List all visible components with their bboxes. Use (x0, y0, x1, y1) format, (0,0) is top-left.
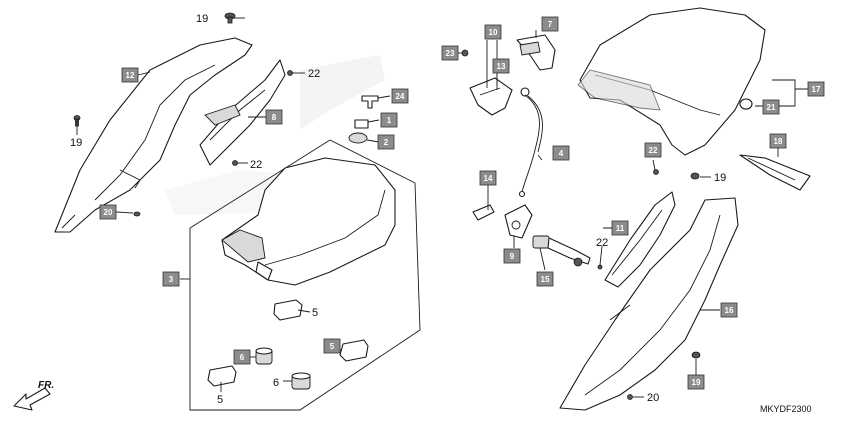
callout-10: 10 (484, 24, 502, 40)
svg-text:16: 16 (725, 306, 734, 315)
svg-text:20: 20 (104, 208, 113, 217)
callout-13: 13 (492, 58, 510, 74)
svg-text:18: 18 (774, 137, 783, 146)
label-20-right: 20 (647, 392, 659, 404)
callout-20-left: 20 (99, 204, 117, 220)
callout-22-right: 22 (644, 142, 662, 158)
callout-19-right-lower: 19 (687, 374, 705, 390)
callout-9: 9 (503, 248, 521, 264)
callout-23: 23 (441, 45, 459, 61)
svg-text:14: 14 (484, 174, 493, 183)
label-5-upper: 5 (312, 307, 318, 319)
callout-14: 14 (479, 170, 497, 186)
svg-text:9: 9 (510, 252, 515, 261)
callout-4: 4 (552, 145, 570, 161)
rider-seat (221, 157, 396, 286)
callout-2: 2 (377, 134, 395, 150)
leader-lines (76, 17, 808, 398)
label-19-right: 19 (714, 172, 726, 184)
side-cowl-right (559, 197, 739, 411)
svg-text:23: 23 (446, 49, 455, 58)
callout-12: 12 (121, 67, 139, 83)
inner-bracket-right (604, 191, 676, 288)
seat-lock-cable (518, 94, 543, 198)
side-cowl-left (54, 37, 253, 233)
svg-text:22: 22 (649, 146, 658, 155)
rider-seat-frame (189, 139, 421, 411)
callout-24: 24 (391, 88, 409, 104)
svg-text:3: 3 (169, 275, 174, 284)
diagram-code: MKYDF2300 (760, 404, 812, 414)
svg-text:13: 13 (497, 62, 506, 71)
seat-strap (739, 154, 811, 191)
label-22-upper: 22 (308, 68, 320, 80)
label-22-right: 22 (596, 237, 608, 249)
callout-7: 7 (541, 16, 559, 32)
svg-text:6: 6 (240, 353, 245, 362)
svg-text:21: 21 (767, 103, 776, 112)
key-cylinder (472, 204, 603, 270)
fasteners-right (627, 169, 701, 400)
svg-text:2: 2 (384, 138, 389, 147)
callout-15: 15 (536, 271, 554, 287)
callout-8: 8 (265, 109, 283, 125)
callout-1: 1 (380, 112, 398, 128)
callout-18: 18 (769, 133, 787, 149)
svg-text:5: 5 (330, 342, 335, 351)
pillion-seat (577, 7, 766, 156)
label-6-lower: 6 (273, 377, 279, 389)
callout-6-upper: 6 (233, 349, 251, 365)
svg-text:19: 19 (692, 378, 701, 387)
svg-text:8: 8 (272, 113, 277, 122)
callout-3: 3 (162, 271, 180, 287)
callout-17: 17 (807, 81, 825, 97)
seat-small-parts (207, 299, 369, 390)
label-19-left: 19 (70, 137, 82, 149)
svg-text:7: 7 (548, 20, 553, 29)
svg-text:11: 11 (616, 224, 625, 233)
svg-text:10: 10 (489, 28, 498, 37)
svg-text:17: 17 (812, 85, 821, 94)
front-direction-arrow: FR. (13, 380, 54, 411)
svg-text:12: 12 (126, 71, 135, 80)
callout-5-box: 5 (323, 338, 341, 354)
svg-text:24: 24 (396, 92, 405, 101)
label-22-lower: 22 (250, 159, 262, 171)
svg-text:15: 15 (541, 275, 550, 284)
callout-11: 11 (611, 220, 629, 236)
svg-text:1: 1 (387, 116, 392, 125)
seat-lock-assembly (461, 34, 556, 116)
svg-text:4: 4 (559, 149, 564, 158)
label-5-lower: 5 (217, 394, 223, 406)
front-direction-label: FR. (38, 380, 54, 391)
inner-bracket (199, 59, 286, 166)
callout-21: 21 (762, 99, 780, 115)
callout-16: 16 (720, 302, 738, 318)
label-19-top: 19 (196, 13, 208, 25)
